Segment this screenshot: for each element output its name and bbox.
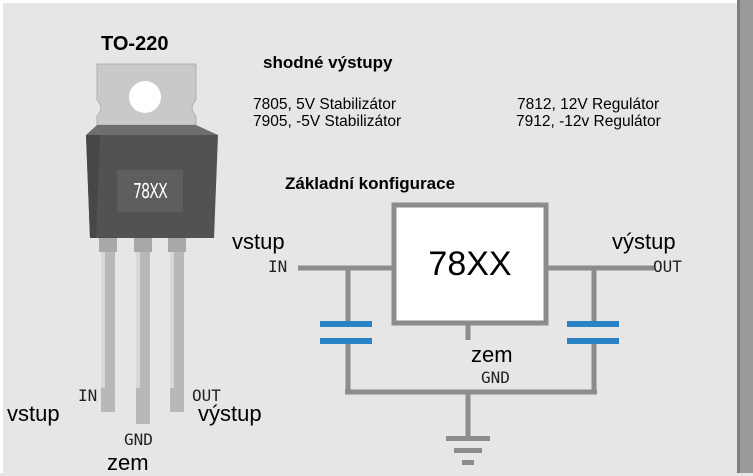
to220-package <box>86 63 218 424</box>
equivalent-row-1-left: 7805, 5V Stabilizátor <box>253 96 397 113</box>
chip-label-box <box>117 170 183 212</box>
mounting-hole <box>129 81 161 113</box>
circuit-wiring <box>298 265 654 438</box>
circuit-heading: Základní konfigurace <box>285 174 456 193</box>
top-frame <box>0 0 737 3</box>
pin-out-word: výstup <box>198 401 262 426</box>
body-shade <box>86 135 100 238</box>
package-chip-label: 78XX <box>133 179 168 203</box>
equivalent-row-1-right: 7812, 12V Regulátor <box>517 96 660 113</box>
pin-in-code: IN <box>78 386 98 405</box>
left-frame <box>0 0 3 473</box>
circuit-output-code: OUT <box>653 257 682 276</box>
equivalent-row-2-left: 7905, -5V Stabilizátor <box>253 113 402 130</box>
circuit-input-code: IN <box>268 257 288 276</box>
circuit-ground-word: zem <box>471 342 513 367</box>
circuit-output-word: výstup <box>612 229 676 254</box>
pin-gnd-word: zem <box>107 450 149 475</box>
scrollbar-track[interactable] <box>737 0 753 473</box>
pin-in-word: vstup <box>7 401 60 426</box>
pin-out-code: OUT <box>192 386 221 405</box>
input-capacitor <box>320 321 372 344</box>
regulator-label: 78XX <box>428 245 512 283</box>
ground-symbol <box>446 436 490 465</box>
body-top-face <box>86 125 218 135</box>
circuit-ground-code: GND <box>481 368 510 387</box>
equivalents-heading: shodné výstupy <box>263 53 393 72</box>
output-capacitor <box>567 321 619 344</box>
circuit-input-word: vstup <box>232 229 285 254</box>
regulator-box <box>391 202 549 326</box>
scrollbar-edge <box>737 0 740 473</box>
pin-gnd-code: GND <box>124 430 153 449</box>
package-title: TO-220 <box>101 33 169 55</box>
equivalent-row-2-right: 7912, -12v Regulátor <box>516 113 661 130</box>
